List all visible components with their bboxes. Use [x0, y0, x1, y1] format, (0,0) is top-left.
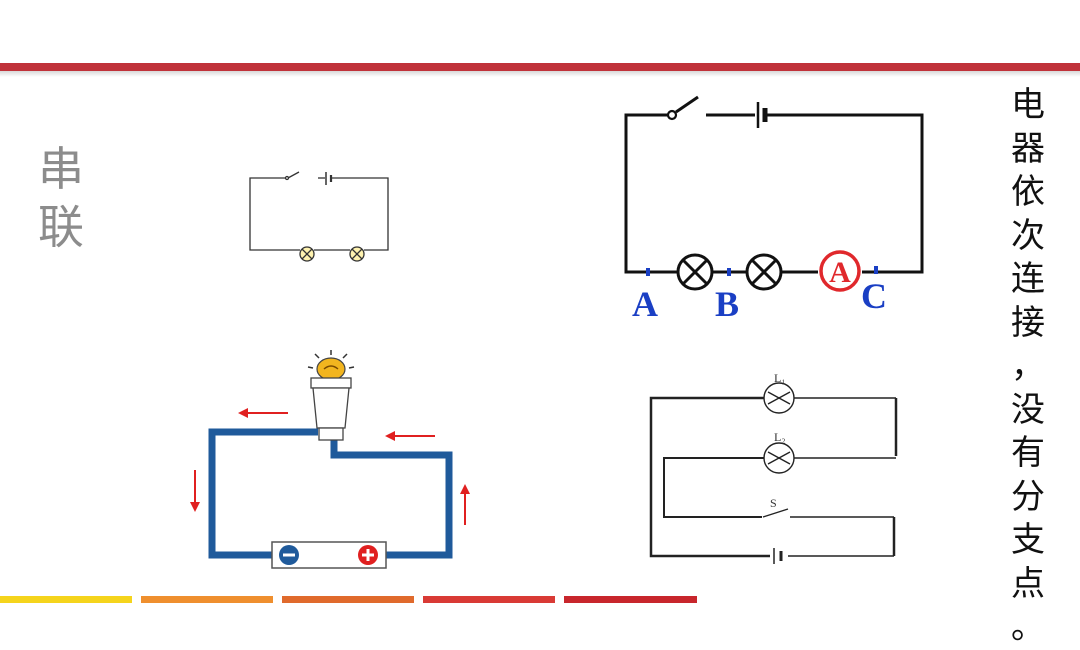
desc-char: 次 [1011, 215, 1045, 256]
desc-char: 支 [1011, 520, 1045, 560]
lamp-l1-label: L₁ [774, 371, 786, 385]
wire [765, 113, 924, 274]
arrow-icon [190, 502, 200, 512]
arrow-icon [238, 408, 248, 418]
desc-char: 接 [1011, 302, 1045, 343]
arrow-icon [385, 431, 395, 441]
point-b-label: B [715, 284, 739, 324]
desc-char: 点 [1011, 563, 1045, 604]
point-c-label: C [861, 276, 887, 316]
parallel-schematic [649, 382, 898, 564]
small-series-circuit [249, 171, 389, 262]
battery-icon [271, 541, 387, 569]
header-accent-bar [0, 63, 1080, 71]
footer-strip-red [423, 596, 555, 603]
lamp-l2-icon [763, 442, 795, 474]
wire [624, 113, 677, 274]
desc-char: ， [1011, 346, 1045, 386]
arrow-icon [460, 484, 470, 494]
desc-char: 。 [1011, 607, 1045, 647]
blue-wire [330, 440, 453, 559]
switch-label: S [770, 496, 777, 510]
lamp-icon [676, 253, 714, 291]
switch-icon [675, 95, 699, 114]
wire [663, 457, 764, 518]
diagram-canvas: A A B C [190, 95, 924, 569]
footer-strip-dark-red [564, 596, 697, 603]
point-a-label: A [632, 284, 658, 324]
wire [332, 177, 389, 251]
current-arrows [190, 408, 470, 525]
point-markers [646, 266, 878, 276]
side-title: 串 联 [38, 140, 94, 256]
wire [649, 396, 770, 558]
desc-char: 有 [1011, 433, 1045, 473]
desc-char: 没 [1011, 389, 1045, 430]
lamp-l1-icon [763, 382, 795, 414]
lamp-icon [745, 253, 783, 291]
ammeter-label: A [829, 256, 851, 289]
side-title-char-1: 串 [38, 142, 84, 196]
header-shadow [0, 71, 1080, 77]
footer-strip-orange [141, 596, 273, 603]
desc-char: 电 [1011, 85, 1045, 125]
desc-char: 器 [1011, 128, 1045, 169]
bulb-icon [307, 350, 355, 441]
labeled-series-circuit [624, 95, 924, 292]
blue-wire [208, 428, 318, 559]
lamp-icon [299, 246, 315, 262]
desc-char: 分 [1011, 476, 1045, 517]
ammeter-icon [819, 250, 861, 292]
switch-icon [287, 171, 300, 179]
switch-pivot [666, 109, 678, 121]
footer-strip-dark-orange [282, 596, 414, 603]
desc-char: 连 [1011, 259, 1045, 299]
lamp-icon [349, 246, 365, 262]
footer-strip-yellow [0, 596, 132, 603]
physical-circuit [190, 350, 470, 569]
desc-char: 依 [1011, 172, 1045, 212]
lamp-l2-label: L₂ [774, 430, 786, 444]
side-title-char-2: 联 [38, 200, 84, 254]
wire [249, 177, 300, 251]
switch-icon [762, 508, 789, 518]
